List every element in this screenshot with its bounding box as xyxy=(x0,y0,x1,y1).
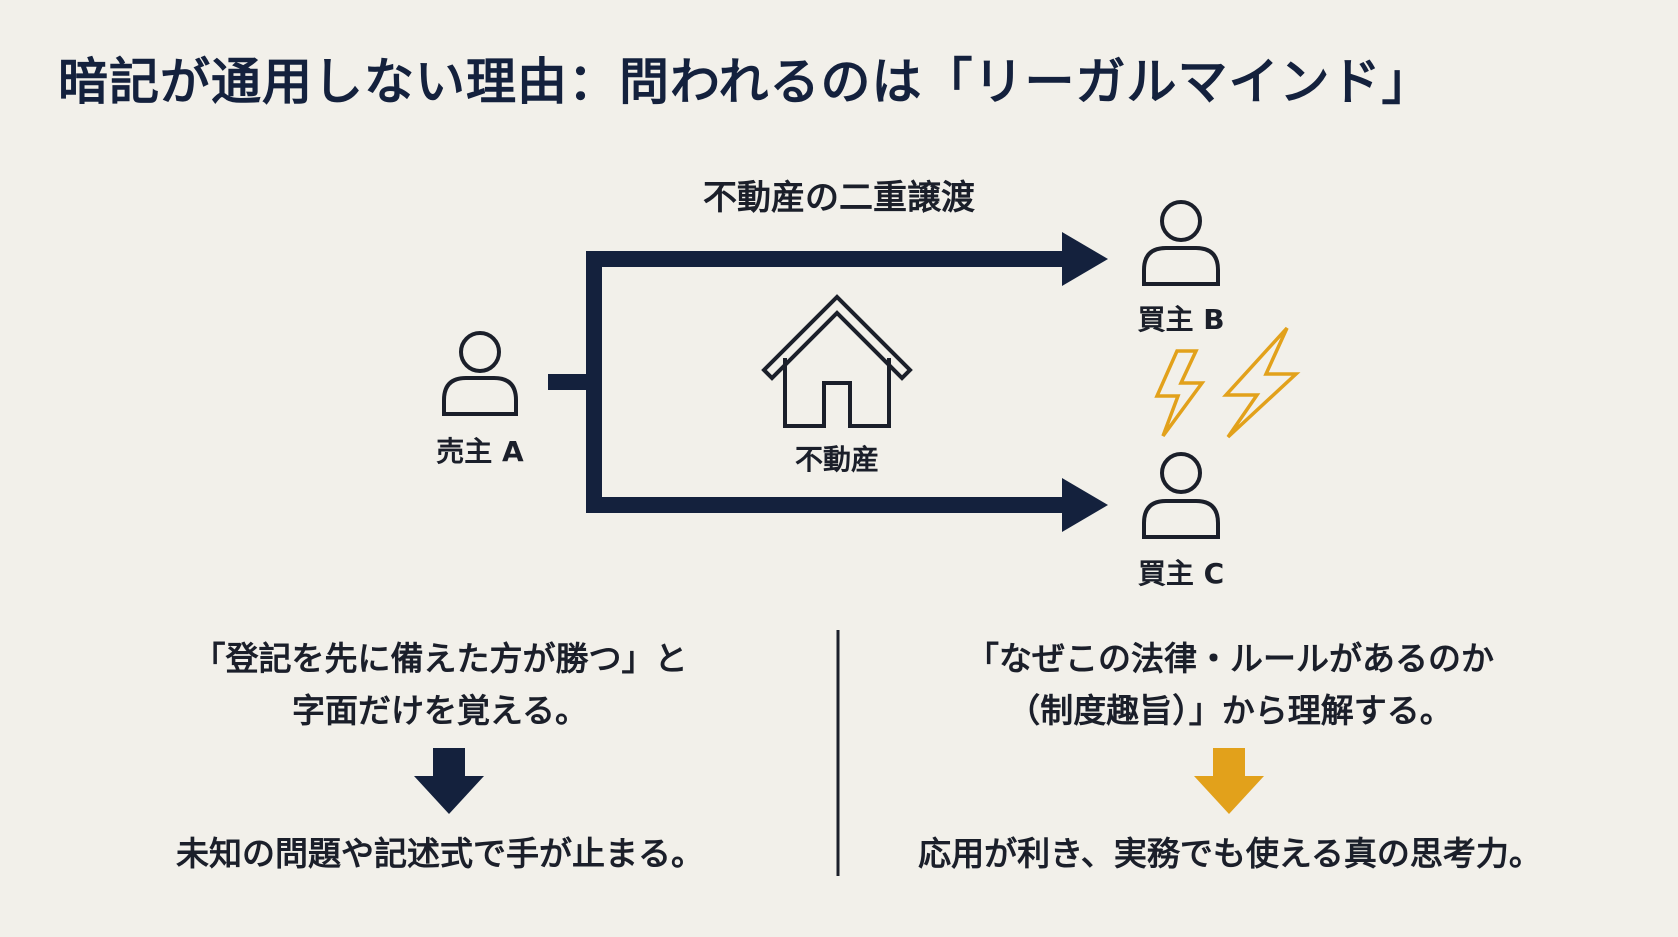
left-statement-line1: 「登記を先に備えた方が勝つ」と xyxy=(192,639,688,678)
arrow-to-buyer-b-head xyxy=(1062,232,1108,286)
right-statement-line2: （制度趣旨）」から理解する。 xyxy=(1007,691,1453,730)
diagram-title-text: 不動産の二重譲渡 xyxy=(703,178,975,218)
right-result: 応用が利き、実務でも使える真の思考力。 xyxy=(918,834,1542,873)
right-down-arrow-icon xyxy=(1194,748,1264,814)
house-icon xyxy=(761,294,913,428)
property-label: 不動産 xyxy=(794,443,879,476)
buyer-c-person-icon xyxy=(1142,452,1220,539)
lightning-icon xyxy=(1154,326,1301,439)
transfer-arrows xyxy=(548,232,1108,532)
left-statement: 「登記を先に備えた方が勝つ」と 字面だけを覚える。 xyxy=(140,633,740,737)
left-down-arrow-icon xyxy=(414,748,484,814)
left-result: 未知の問題や記述式で手が止まる。 xyxy=(176,834,704,873)
seller-person-icon xyxy=(442,331,518,416)
seller-label: 売主 A xyxy=(436,435,524,468)
right-statement: 「なぜこの法律・ルールがあるのか （制度趣旨）」から理解する。 xyxy=(910,633,1550,737)
page-title: 暗記が通用しない理由：問われるのは「リーガルマインド」 xyxy=(58,53,1433,111)
buyer-b-label: 買主 B xyxy=(1137,303,1225,336)
buyer-b-person-icon xyxy=(1142,200,1220,286)
arrow-to-buyer-c-head xyxy=(1062,478,1108,532)
diagram-title: 不動産の二重譲渡 xyxy=(0,170,1678,219)
right-statement-line1: 「なぜこの法律・ルールがあるのか xyxy=(966,639,1494,678)
buyer-c-label: 買主 C xyxy=(1137,557,1225,590)
left-statement-line2: 字面だけを覚える。 xyxy=(291,691,588,730)
